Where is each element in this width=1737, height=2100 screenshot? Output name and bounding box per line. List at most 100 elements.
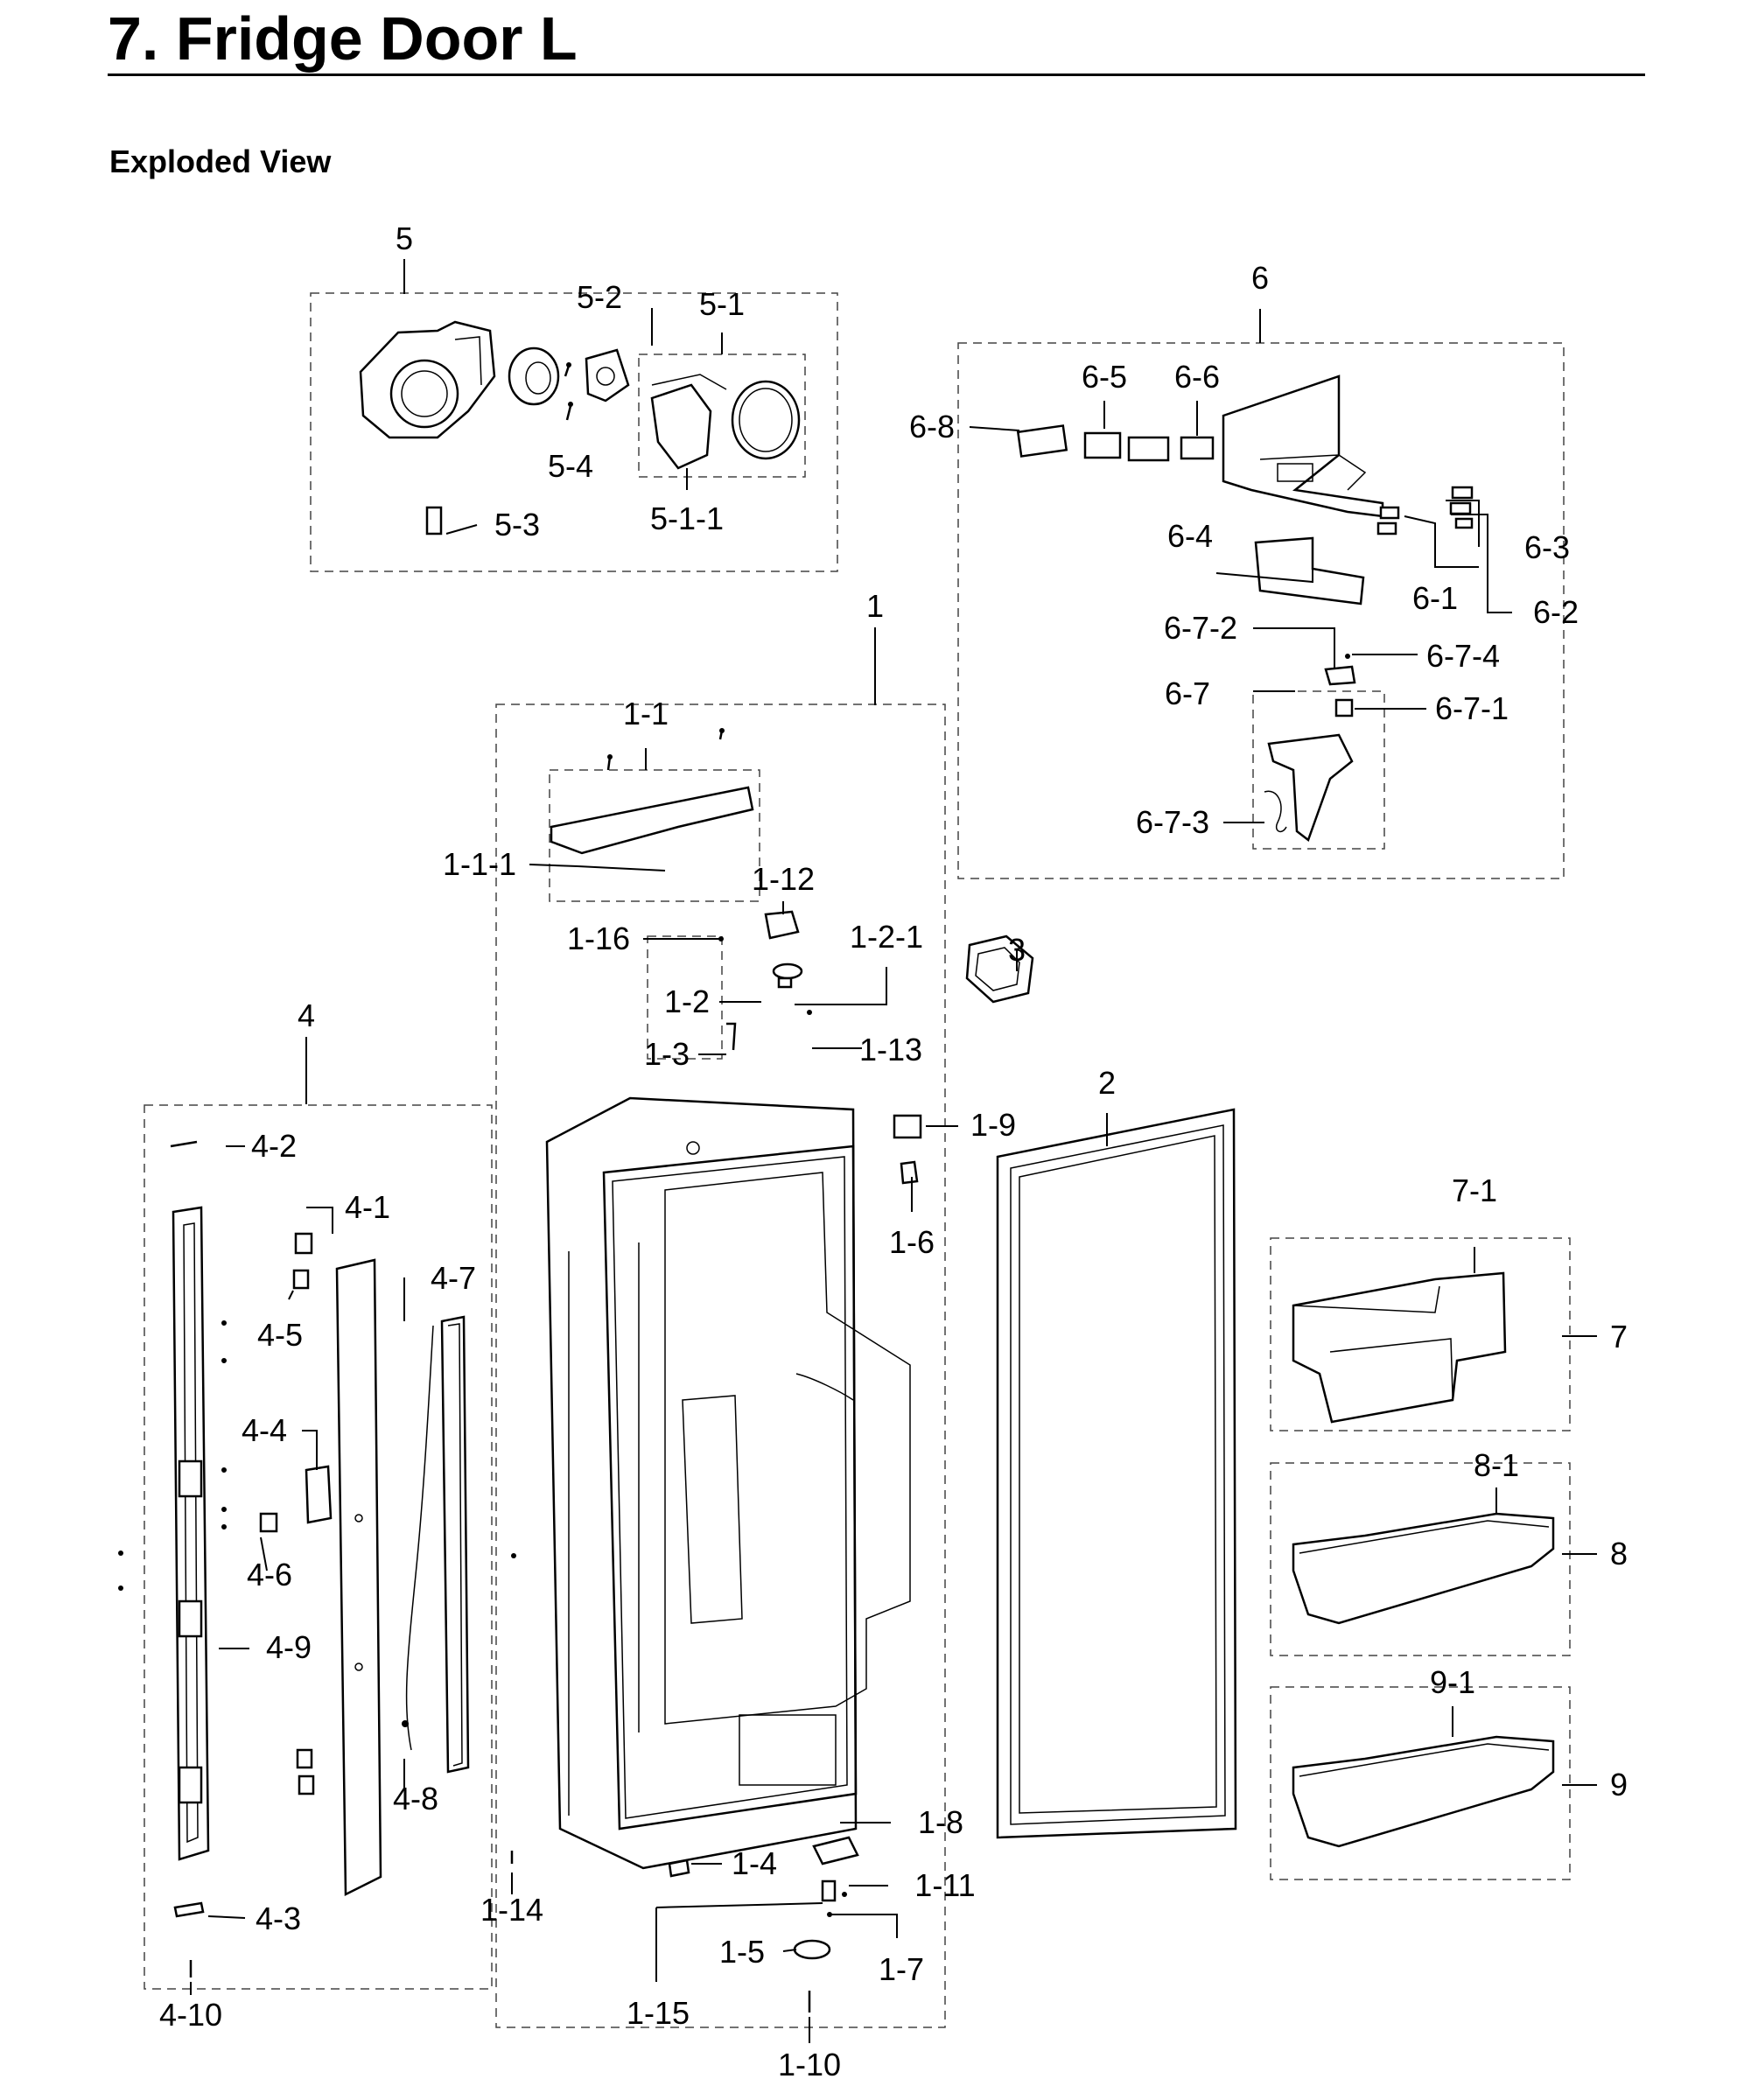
- group-box-1-2: [647, 935, 723, 1060]
- group-box-1-1: [549, 769, 760, 902]
- bin-9-1: [1292, 1735, 1555, 1848]
- callout-5-2: 5-2: [577, 279, 622, 315]
- callout-4-10: 4-10: [159, 1997, 222, 2033]
- page-title: 7. Fridge Door L: [108, 4, 578, 73]
- callout-1-6: 1-6: [889, 1224, 935, 1260]
- callout-1-2: 1-2: [664, 984, 710, 1019]
- callout-6-2: 6-2: [1533, 594, 1579, 630]
- callout-6-3: 6-3: [1524, 529, 1570, 565]
- callout-6-1: 6-1: [1412, 580, 1458, 616]
- callout-1-11: 1-11: [914, 1867, 975, 1903]
- callout-7-1: 7-1: [1452, 1172, 1497, 1208]
- callout-6-7: 6-7: [1165, 676, 1210, 711]
- callout-4-6: 4-6: [247, 1557, 292, 1592]
- callout-1-5: 1-5: [719, 1934, 765, 1970]
- callout-1-3: 1-3: [644, 1036, 690, 1072]
- callout-1-7: 1-7: [879, 1951, 924, 1987]
- group-box-9: [1270, 1686, 1571, 1880]
- callout-2: 2: [1098, 1065, 1116, 1101]
- screws-5: [564, 362, 573, 421]
- small-parts-4: [118, 1232, 516, 1978]
- callout-4-8: 4-8: [393, 1781, 438, 1816]
- group-box-6-7: [1252, 690, 1385, 850]
- callout-5-1: 5-1: [699, 286, 745, 322]
- callout-1-16: 1-16: [567, 920, 630, 956]
- small-parts-6: [1376, 486, 1474, 536]
- callout-1-13: 1-13: [859, 1032, 922, 1068]
- ring-gasket: [731, 380, 801, 460]
- hinge-cover-1-9: [893, 1114, 922, 1185]
- callout-3: 3: [1008, 932, 1026, 968]
- callout-8: 8: [1610, 1536, 1628, 1572]
- wire-4-8: [402, 1325, 434, 1751]
- callout-6-5: 6-5: [1082, 359, 1127, 395]
- callout-4-2: 4-2: [251, 1128, 297, 1164]
- callout-1-8: 1-8: [918, 1804, 963, 1840]
- callout-9-1: 9-1: [1430, 1664, 1475, 1700]
- pcb-6-8: [1016, 424, 1068, 458]
- handle-trim-4: [335, 1258, 382, 1897]
- callout-5-1-1: 5-1-1: [650, 500, 724, 536]
- callout-4-3: 4-3: [256, 1900, 301, 1936]
- callout-1-15: 1-15: [627, 1995, 690, 2031]
- callout-6: 6: [1251, 260, 1269, 296]
- callout-1-1-1: 1-1-1: [443, 846, 516, 882]
- callout-1-12: 1-12: [752, 861, 815, 897]
- panel-6-6: [1127, 436, 1215, 462]
- section-subtitle: Exploded View: [109, 144, 332, 179]
- group-boxes: [144, 292, 1571, 2028]
- group-box-7: [1270, 1237, 1571, 1432]
- callout-5: 5: [396, 220, 413, 256]
- callout-1-4: 1-4: [732, 1845, 777, 1881]
- dispenser-panel-6: [1222, 374, 1384, 518]
- callout-4-9: 4-9: [266, 1629, 312, 1665]
- callout-4-7: 4-7: [431, 1260, 476, 1296]
- callout-1: 1: [866, 588, 884, 624]
- group-box-4: [144, 1104, 493, 1990]
- callout-6-6: 6-6: [1174, 359, 1220, 395]
- callout-6-7-3: 6-7-3: [1136, 804, 1209, 840]
- chute-6-4: [1254, 536, 1365, 606]
- callout-6-7-2: 6-7-2: [1164, 610, 1237, 646]
- callout-8-1: 8-1: [1474, 1447, 1519, 1483]
- door-body: [545, 1096, 911, 1870]
- hinge-rail-4-9: [170, 1140, 210, 1861]
- bin-8-1: [1292, 1512, 1555, 1625]
- callout-5-3: 5-3: [494, 507, 540, 542]
- callout-1-2-1: 1-2-1: [850, 919, 923, 955]
- callout-4-4: 4-4: [242, 1412, 287, 1448]
- callout-5-4: 5-4: [548, 448, 593, 484]
- switch-5-3: [425, 506, 443, 536]
- leader-lines: [190, 259, 1597, 2043]
- callout-6-4: 6-4: [1167, 518, 1213, 554]
- callout-4: 4: [298, 998, 315, 1033]
- callout-9: 9: [1610, 1767, 1628, 1802]
- callout-labels: 5 5-2 5-1 5-4 5-1-1 5-3 6 6-5 6-6 6-8 6-…: [159, 220, 1628, 2082]
- bin-7-1: [1292, 1271, 1507, 1424]
- panel-6-5: [1083, 431, 1122, 459]
- motor-part: [585, 348, 630, 402]
- callout-4-1: 4-1: [345, 1189, 390, 1225]
- title-rule: [108, 74, 1645, 76]
- gasket-2: [996, 1108, 1237, 1839]
- group-box-8: [1270, 1462, 1571, 1656]
- seal-ring-5-2: [508, 346, 560, 406]
- parts-6-7: [1264, 654, 1356, 843]
- callout-1-1: 1-1: [623, 696, 669, 732]
- callout-1-9: 1-9: [970, 1107, 1016, 1143]
- group-box-1: [495, 704, 946, 2028]
- callout-7: 7: [1610, 1319, 1628, 1354]
- bracket-1-1: [550, 728, 754, 872]
- callout-1-14: 1-14: [480, 1892, 543, 1928]
- hinge-parts-1-2: [718, 910, 812, 1051]
- callout-6-8: 6-8: [909, 409, 955, 444]
- callout-6-7-4: 6-7-4: [1426, 638, 1500, 674]
- callout-6-7-1: 6-7-1: [1435, 690, 1509, 726]
- bottom-hinge-parts: [668, 1836, 859, 2012]
- callout-4-5: 4-5: [257, 1317, 303, 1353]
- gasket-4-7: [440, 1315, 470, 1774]
- housing-assembly-5: [359, 320, 496, 439]
- callout-1-10: 1-10: [778, 2047, 841, 2082]
- flap-5-1-1: [650, 374, 727, 470]
